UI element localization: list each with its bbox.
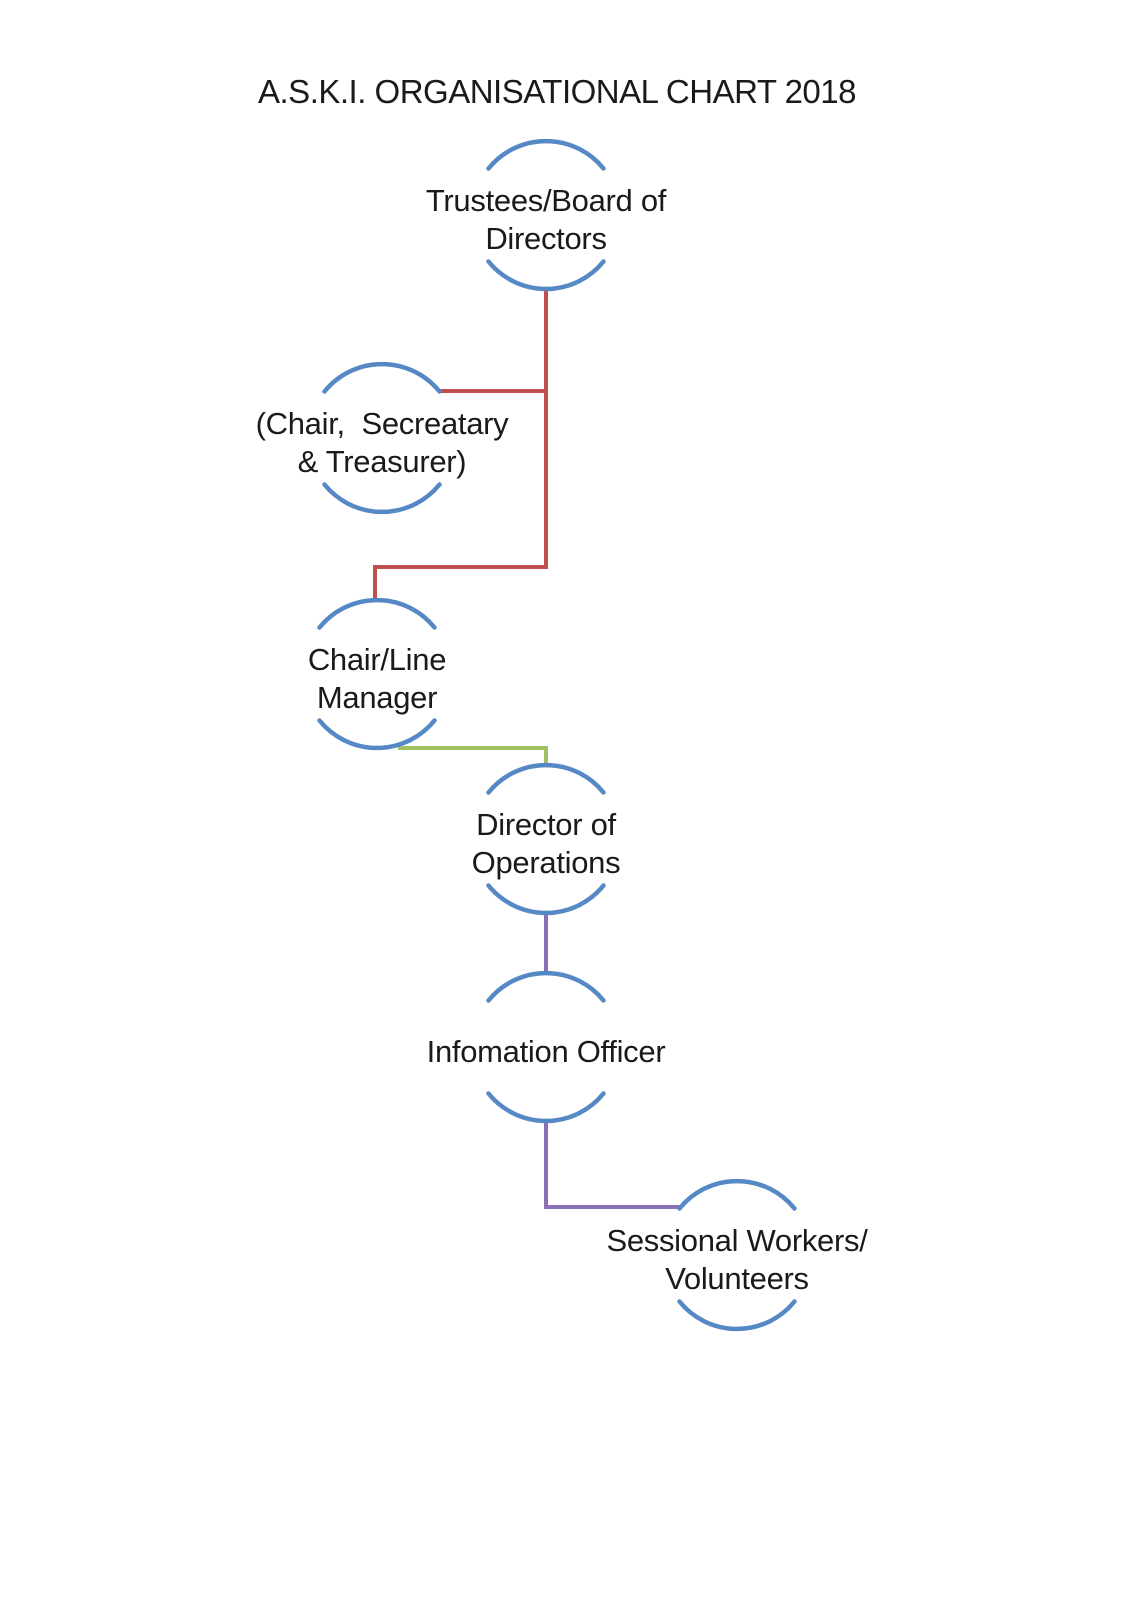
node-arc-top-director-of-operations (486, 762, 606, 795)
node-label-information-officer: Infomation Officer (426, 1034, 666, 1069)
node-arc-bottom-director-of-operations (486, 883, 606, 916)
node-arc-bottom-chair-secretary-treasurer (322, 482, 442, 515)
node-label-sessional-workers-volunteers: Sessional Workers/ Volunteers (606, 1223, 868, 1296)
node-arc-top-chair-secretary-treasurer (322, 361, 442, 394)
node-arc-top-chair-line-manager (317, 597, 437, 630)
node-arc-top-trustees-board-of-directors (486, 138, 606, 171)
node-label-director-of-operations: Director of Operations (471, 807, 621, 880)
node-arc-top-sessional-workers-volunteers (677, 1178, 797, 1211)
node-label-trustees-board-of-directors: Trustees/Board of Directors (425, 183, 667, 256)
connector-chair-line-manager-to-director (398, 746, 548, 766)
chart-title: A.S.K.I. ORGANISATIONAL CHART 2018 (258, 73, 856, 110)
node-label-chair-line-manager: Chair/Line Manager (307, 642, 447, 715)
node-arc-bottom-sessional-workers-volunteers (677, 1299, 797, 1332)
node-arc-bottom-chair-line-manager (317, 718, 437, 751)
node-arc-bottom-information-officer (486, 1091, 606, 1124)
connector-information-officer-to-sessional (544, 1121, 679, 1209)
node-arc-bottom-trustees-board-of-directors (486, 259, 606, 292)
node-arc-top-information-officer (486, 970, 606, 1003)
connector-trustees-to-chair-line-manager (373, 289, 548, 601)
node-label-chair-secretary-treasurer: (Chair, Secreatary & Treasurer) (255, 406, 509, 479)
